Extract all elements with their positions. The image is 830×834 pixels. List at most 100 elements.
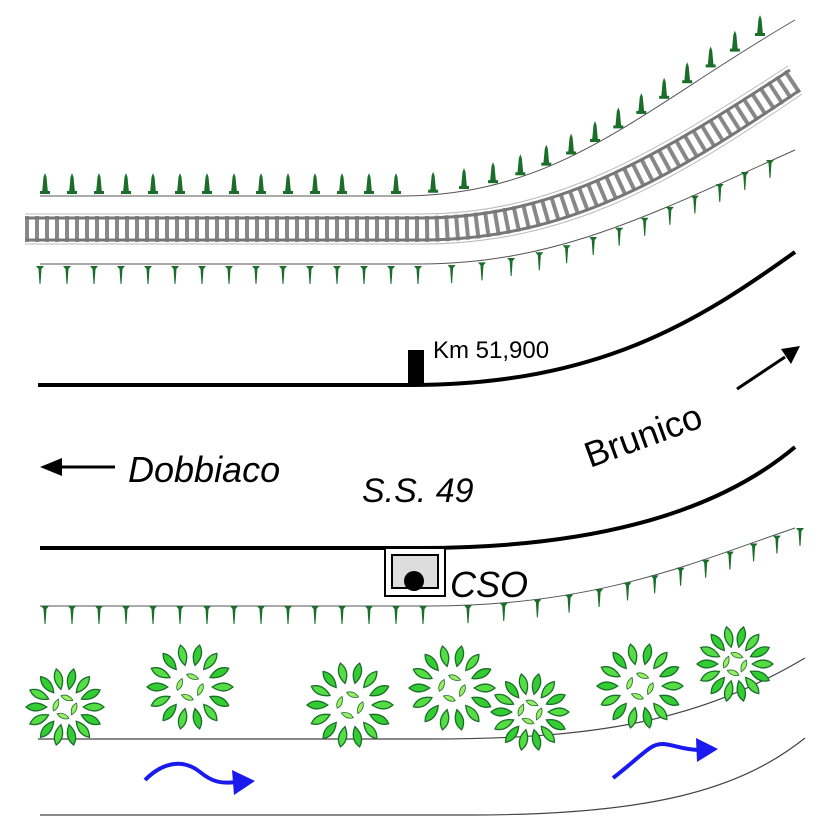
- tree-icon: [565, 594, 574, 613]
- tree-icon: [171, 266, 179, 284]
- tree-icon: [90, 266, 98, 284]
- tree-icon: [690, 195, 699, 214]
- tree-icon: [41, 606, 49, 624]
- lower-band-line: [40, 527, 796, 607]
- road-north-edge: [38, 250, 797, 387]
- tree-icon: [507, 258, 516, 277]
- tree-icon: [488, 162, 499, 184]
- tree-icon: [176, 606, 184, 624]
- road-label: S.S. 49: [362, 472, 474, 510]
- upper-band-bottom-line: [40, 149, 796, 265]
- tree-icon: [148, 173, 158, 194]
- tree-icon: [428, 171, 439, 193]
- tree-icon: [387, 266, 395, 284]
- tree-icon: [122, 606, 130, 624]
- tree-icon: [533, 599, 542, 618]
- arrow-left-icon: [40, 458, 115, 476]
- tree-icon: [414, 266, 422, 284]
- tree-icon: [715, 183, 724, 202]
- tree-icon: [279, 266, 287, 284]
- tree-icon: [306, 266, 314, 284]
- cso-structure: [384, 547, 446, 597]
- tree-icon: [613, 107, 624, 129]
- bush-icon: [146, 643, 234, 731]
- tree-icon: [283, 173, 293, 194]
- bush-icon: [490, 672, 570, 752]
- tree-icon: [725, 551, 734, 570]
- tree-icon: [447, 265, 456, 284]
- tree-icon: [202, 173, 212, 194]
- tree-icon: [121, 173, 131, 194]
- tree-icon: [310, 173, 320, 194]
- tree-icon: [705, 46, 716, 68]
- tree-icon: [94, 173, 104, 194]
- tree-icon: [464, 605, 473, 624]
- tree-icon: [589, 236, 598, 255]
- tree-icon: [338, 606, 346, 624]
- tree-icon: [636, 92, 647, 114]
- flow-arrow-icon: [611, 738, 718, 780]
- tree-icon: [459, 168, 470, 190]
- tree-icon: [755, 15, 765, 36]
- tree-icon: [284, 606, 292, 624]
- bush-icon: [408, 644, 496, 732]
- brunico-label: Brunico: [579, 395, 708, 475]
- tree-icon: [650, 575, 659, 594]
- tree-icon: [40, 173, 50, 194]
- tree-icon: [541, 144, 552, 166]
- tree-icon: [419, 606, 427, 624]
- bush-icon: [25, 667, 105, 747]
- tree-icon: [665, 206, 674, 225]
- tree-icon: [67, 173, 77, 194]
- tree-icon: [659, 77, 670, 99]
- railway: [25, 65, 803, 245]
- arrow-up-right-icon: [736, 346, 800, 391]
- tree-icon: [149, 606, 157, 624]
- tree-icon: [477, 262, 486, 281]
- tree-icon: [590, 121, 600, 142]
- tree-icon: [311, 606, 319, 624]
- tree-icon: [682, 62, 693, 84]
- tree-icon: [615, 227, 624, 246]
- tree-icon: [364, 173, 374, 194]
- tree-icon: [595, 588, 604, 607]
- tree-icon: [360, 266, 368, 284]
- tree-icon: [729, 30, 740, 52]
- tree-icon: [175, 173, 185, 194]
- tree-icon: [230, 606, 238, 624]
- tree-icon: [772, 535, 781, 554]
- bush-group: [25, 625, 774, 752]
- tree-icon: [337, 173, 347, 194]
- tree-icon: [796, 528, 804, 546]
- km-marker-post: [408, 350, 424, 385]
- tree-icon: [499, 602, 508, 621]
- tree-icon: [63, 266, 71, 284]
- tree-icon: [515, 154, 526, 176]
- tree-icon: [640, 217, 649, 236]
- tree-icon: [676, 567, 685, 586]
- bush-icon: [696, 625, 774, 703]
- tree-icon: [117, 266, 125, 284]
- tree-icon: [95, 606, 103, 624]
- tree-icon: [392, 606, 400, 624]
- upper-band-top-line: [40, 19, 796, 197]
- tree-icon: [701, 559, 710, 578]
- km-marker-label: Km 51,900: [433, 337, 549, 364]
- tree-icon: [144, 266, 152, 284]
- tree-icon: [256, 173, 266, 194]
- cso-label: CSO: [450, 564, 528, 605]
- tree-icon: [257, 606, 265, 624]
- flow-arrow-icon: [143, 761, 255, 795]
- tree-icon: [68, 606, 76, 624]
- tree-icon: [203, 606, 211, 624]
- bush-icon: [306, 661, 394, 749]
- tree-icon: [562, 245, 571, 264]
- tree-icon: [229, 173, 239, 194]
- bush-icon: [596, 642, 684, 730]
- road-south-edge: [40, 445, 797, 550]
- dobbiaco-label: Dobbiaco: [128, 449, 280, 490]
- tree-icon: [365, 606, 373, 624]
- tree-icon: [333, 266, 341, 284]
- river-south-bank: [40, 737, 806, 816]
